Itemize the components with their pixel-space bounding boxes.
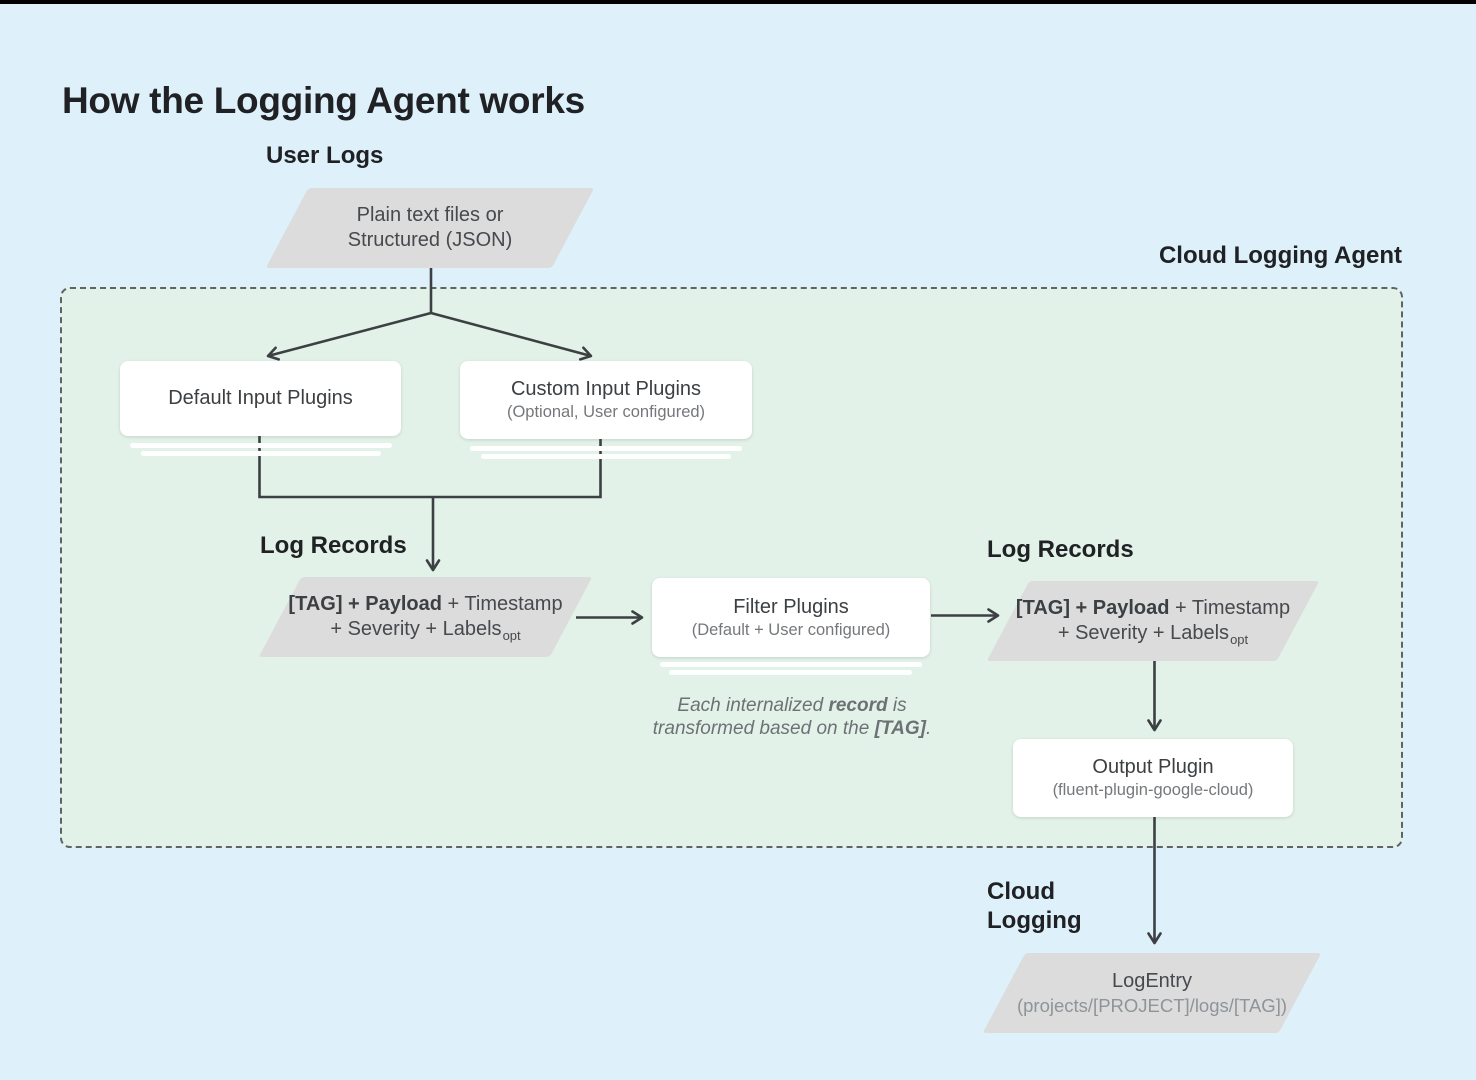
default-input-plugins-node: Default Input Plugins [120,361,401,436]
filter-plugins-subtitle: (Default + User configured) [691,620,891,639]
log-record-left-subscript: opt [502,627,521,643]
log-entry-subtitle: (projects/[PROJECT]/logs/[TAG]) [1016,995,1287,1016]
note-bold-record: record [828,695,888,716]
custom-input-stack-line-2 [481,454,731,459]
log-record-right-line2-text: + Severity + Labels [1057,621,1230,644]
output-plugin-subtitle: (fluent-plugin-google-cloud) [1052,781,1254,799]
top-border-bar [0,0,1476,4]
log-record-right-subscript: opt [1230,631,1249,647]
cloud-logging-label: Cloud Logging [987,877,1082,935]
log-record-right-shape: [TAG] + Payload + Timestamp + Severity +… [986,581,1320,661]
cloud-logging-label-line2: Logging [987,907,1082,934]
custom-input-plugins-node: Custom Input Plugins (Optional, User con… [460,361,752,439]
log-entry-shape: LogEntry (projects/[PROJECT]/logs/[TAG]) [982,953,1322,1033]
log-record-left-line2: + Severity + Labelsopt [330,617,520,643]
log-record-left-line1: [TAG] + Payload + Timestamp [288,592,562,617]
log-records-left-label: Log Records [260,532,407,559]
log-entry-title: LogEntry [1111,970,1193,992]
page-title: How the Logging Agent works [62,79,585,121]
log-record-right-bold: [TAG] + Payload [1015,596,1170,619]
filter-transform-note: Each internalized record is transformed … [636,694,948,740]
output-plugin-node: Output Plugin (fluent-plugin-google-clou… [1013,739,1293,817]
filter-stack-line-2 [669,670,912,675]
user-log-source-shape: Plain text files or Structured (JSON) [265,188,595,268]
note-text: . [925,718,932,739]
user-logs-label: User Logs [266,142,384,169]
default-input-stack-line-1 [130,443,392,448]
filter-stack-line-1 [660,662,922,667]
output-plugin-title: Output Plugin [1092,756,1214,778]
custom-input-plugins-subtitle: (Optional, User configured) [506,403,706,421]
log-record-right-line1: [TAG] + Payload + Timestamp [1016,596,1290,621]
user-log-source-line2: Structured (JSON) [347,229,513,251]
log-record-left-line2-text: + Severity + Labels [330,617,502,640]
log-record-right-regular: + Timestamp [1169,596,1291,619]
default-input-stack-line-2 [141,451,381,456]
note-text: Each internalized [677,695,829,716]
cloud-logging-agent-label: Cloud Logging Agent [1158,242,1402,269]
cloud-logging-label-line1: Cloud [987,878,1055,905]
note-bold-tag: [TAG] [874,718,926,739]
filter-plugins-node: Filter Plugins (Default + User configure… [652,578,930,657]
log-record-left-shape: [TAG] + Payload + Timestamp + Severity +… [258,577,593,657]
custom-input-plugins-title: Custom Input Plugins [510,378,702,400]
custom-input-stack-line-1 [470,446,742,451]
log-record-left-bold: [TAG] + Payload [288,592,442,615]
log-record-left-regular: + Timestamp [441,592,563,615]
user-log-source-line1: Plain text files or [356,204,504,226]
filter-plugins-title: Filter Plugins [733,595,849,618]
default-input-plugins-title: Default Input Plugins [168,387,353,409]
log-record-right-line2: + Severity + Labelsopt [1058,621,1248,647]
note-text: is transformed based on the [652,695,907,739]
log-records-right-label: Log Records [987,536,1134,563]
